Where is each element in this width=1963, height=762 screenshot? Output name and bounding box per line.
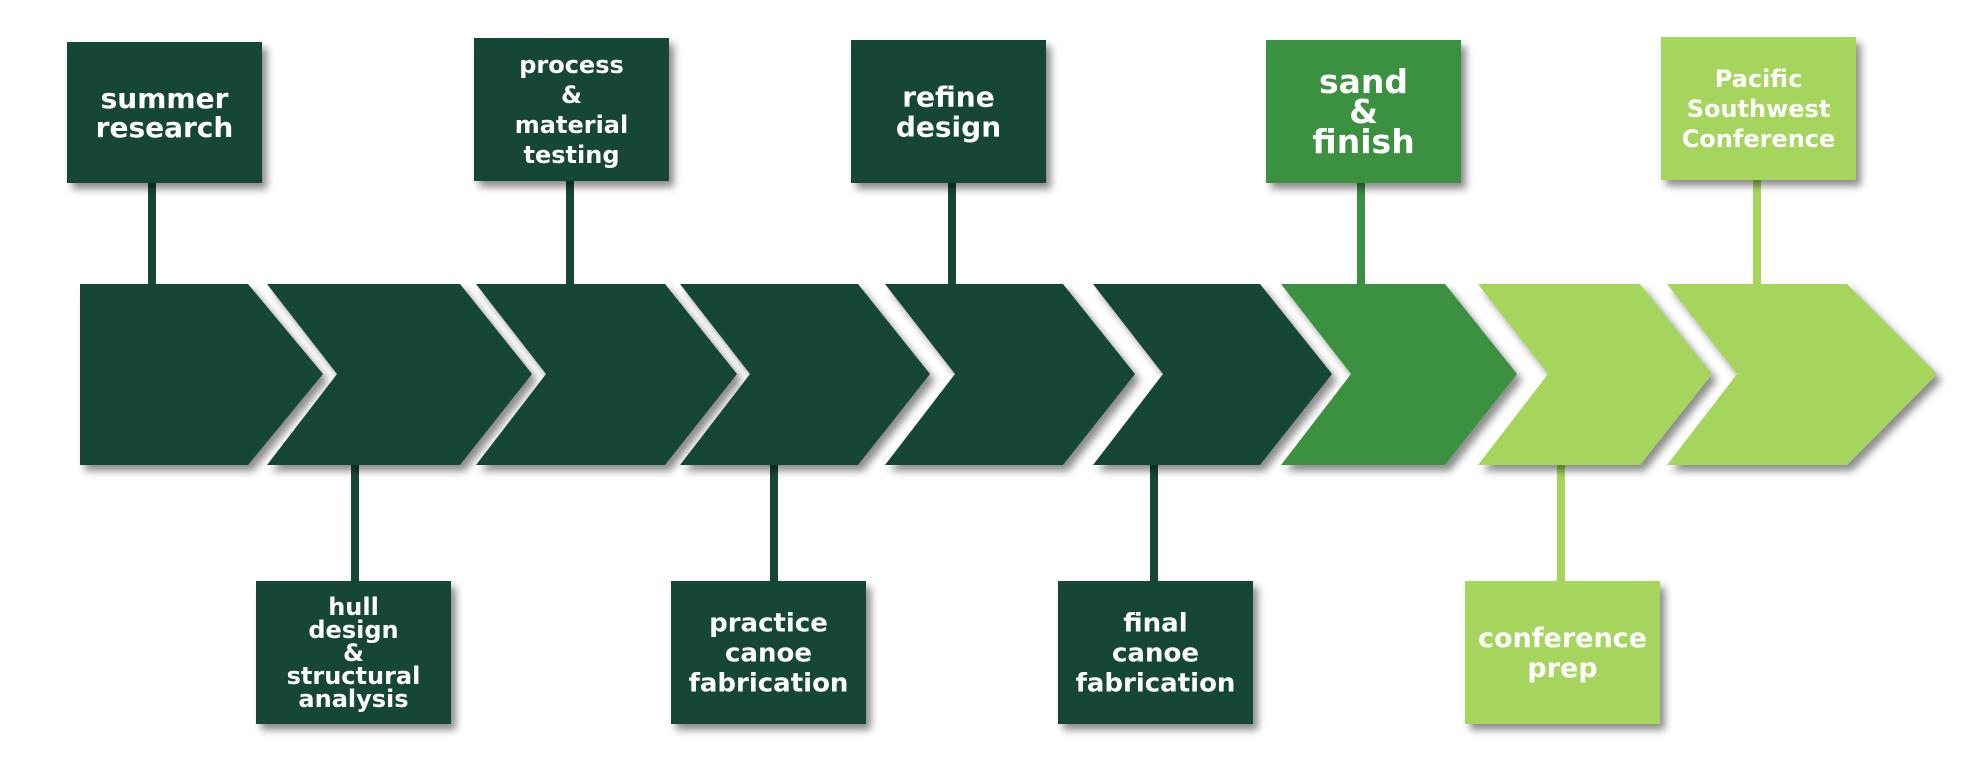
milestone-label-line: research — [96, 111, 234, 144]
milestone-box — [256, 581, 451, 724]
connector-refine-design — [948, 183, 956, 286]
milestone-label-line: refine — [902, 80, 994, 113]
milestone-label-line: sand — [1319, 62, 1408, 101]
milestone-box — [1266, 40, 1461, 183]
milestone-label-line: fabrication — [689, 669, 849, 699]
milestone-label-line: & — [343, 639, 364, 667]
connector-conference-prep — [1557, 463, 1565, 581]
milestone-label-line: hull — [328, 593, 379, 621]
chevron-stage-7 — [1281, 284, 1517, 465]
milestone-label-line: final — [1123, 609, 1187, 639]
chevron-row — [80, 284, 1937, 465]
milestone-label-line: design — [896, 110, 1001, 143]
chevron-stage-5 — [885, 284, 1135, 465]
milestone-label-line: design — [308, 616, 398, 644]
milestone-box — [1058, 581, 1253, 724]
milestone-label-line: canoe — [725, 639, 812, 669]
connector-sand-finish — [1357, 183, 1365, 286]
chevron-stage-1 — [80, 284, 323, 465]
milestone-label-line: conference — [1478, 623, 1647, 654]
milestone-label-line: material — [515, 111, 628, 139]
chevron-stage-9 — [1667, 284, 1937, 465]
milestone-label-line: process — [519, 51, 624, 79]
milestone-label-line: Southwest — [1687, 95, 1831, 123]
chevron-stage-6 — [1093, 284, 1332, 465]
connector-layer — [148, 180, 1761, 581]
connector-practice-canoe-fabrication — [770, 463, 778, 581]
milestone-label-line: practice — [709, 609, 828, 639]
milestone-label-line: fabrication — [1076, 669, 1236, 699]
chevron-stage-8 — [1478, 284, 1712, 465]
chevron-stage-3 — [476, 284, 737, 465]
milestone-label-line: prep — [1527, 653, 1597, 684]
milestone-box — [1661, 37, 1856, 180]
connector-final-canoe-fabrication — [1150, 463, 1158, 581]
milestone-box — [67, 42, 262, 183]
chevron-stage-4 — [680, 284, 930, 465]
chevron-stage-2 — [267, 284, 532, 465]
milestone-label-line: testing — [524, 141, 620, 169]
milestone-box — [851, 40, 1046, 183]
connector-process-material-testing — [566, 181, 574, 286]
milestone-label-line: Pacific — [1715, 65, 1803, 93]
milestone-label-line: summer — [101, 82, 229, 115]
connector-summer-research — [148, 183, 156, 286]
milestone-box — [671, 581, 866, 724]
milestone-box — [1465, 581, 1660, 724]
milestone-label-line: finish — [1312, 122, 1414, 161]
milestone-label-line: & — [561, 81, 582, 109]
connector-pacific-southwest-conference — [1753, 180, 1761, 286]
connector-hull-design — [351, 463, 359, 581]
milestone-box — [474, 38, 669, 181]
milestone-sand-finish: sand&finish — [1266, 40, 1461, 183]
milestone-label-line: & — [1349, 92, 1378, 131]
milestone-label-line: canoe — [1112, 639, 1199, 669]
milestone-label-line: structural — [287, 662, 421, 690]
milestone-label-line: Conference — [1682, 125, 1836, 153]
milestone-label-line: analysis — [298, 685, 408, 713]
milestone-layer: summerresearchhulldesign&structuralanaly… — [67, 37, 1856, 724]
